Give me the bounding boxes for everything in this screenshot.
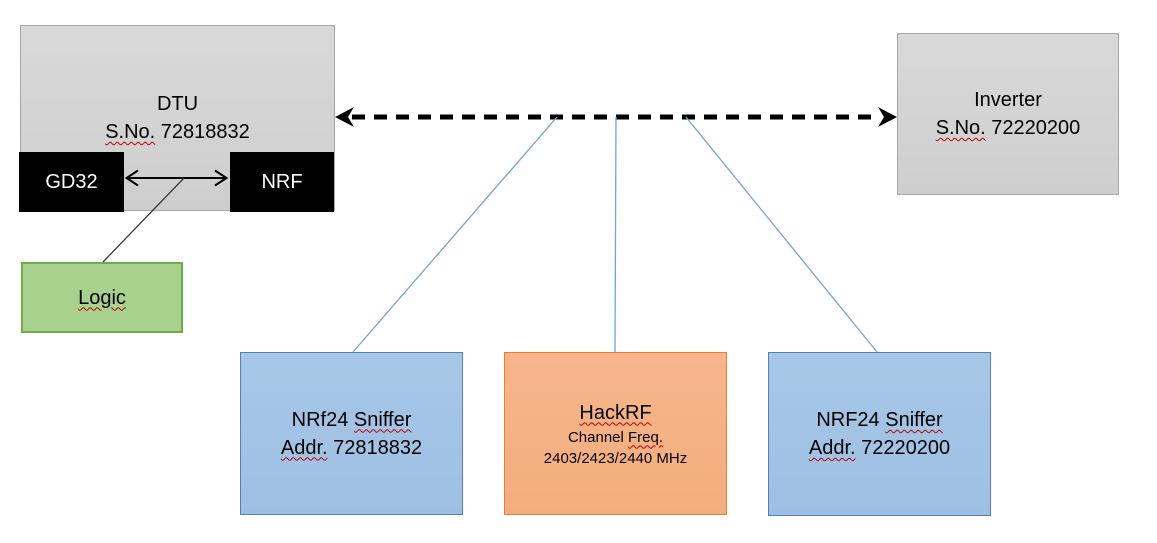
sniffer-right-connector-line: [685, 116, 878, 353]
hackrf-channel-freq: Channel Freq.: [567, 428, 664, 446]
logic-box: Logic: [21, 262, 183, 333]
sniffer-right-title: NRF24 Sniffer: [816, 409, 943, 431]
dtu-inverter-dashed-arrow: [335, 107, 897, 127]
inverter-serial-value: 72220200: [991, 117, 1081, 139]
arrowhead-left-icon: [335, 107, 354, 127]
hackrf-box: HackRF Channel Freq. 2403/2423/2440 MHz: [504, 352, 727, 515]
sniffer-left-box: NRf24 Sniffer Addr. 72818832: [240, 352, 463, 515]
dtu-serial: S.No. 72818832: [105, 118, 250, 146]
gd32-box: GD32: [19, 152, 124, 212]
nrf-box: NRF: [230, 152, 334, 212]
nrf-label: NRF: [261, 171, 303, 193]
hackrf-frequencies: 2403/2423/2440 MHz: [543, 449, 688, 467]
gd32-label: GD32: [45, 171, 98, 193]
hackrf-connector-line: [614, 116, 617, 353]
dtu-title: DTU: [156, 93, 199, 115]
sniffer-left-connector-line: [352, 116, 558, 353]
sniffer-right-address: Addr. 72220200: [808, 437, 951, 459]
inverter-serial: S.No. 72220200: [936, 114, 1081, 142]
sniffer-left-title: NRf24 Sniffer: [291, 408, 412, 431]
sniffer-right-box: NRF24 Sniffer Addr. 72220200: [768, 352, 991, 516]
dtu-serial-value: 72818832: [160, 121, 250, 143]
hackrf-title: HackRF: [579, 401, 652, 424]
arrowhead-right-icon: [878, 107, 897, 127]
dtu-serial-label: S.No.: [105, 121, 156, 143]
sniffer-left-address: Addr. 72818832: [280, 436, 423, 459]
inverter-serial-label: S.No.: [935, 117, 986, 139]
inverter-title: Inverter: [974, 89, 1042, 111]
inverter-box: Inverter S.No. 72220200: [897, 33, 1119, 195]
logic-label: Logic: [78, 286, 126, 309]
